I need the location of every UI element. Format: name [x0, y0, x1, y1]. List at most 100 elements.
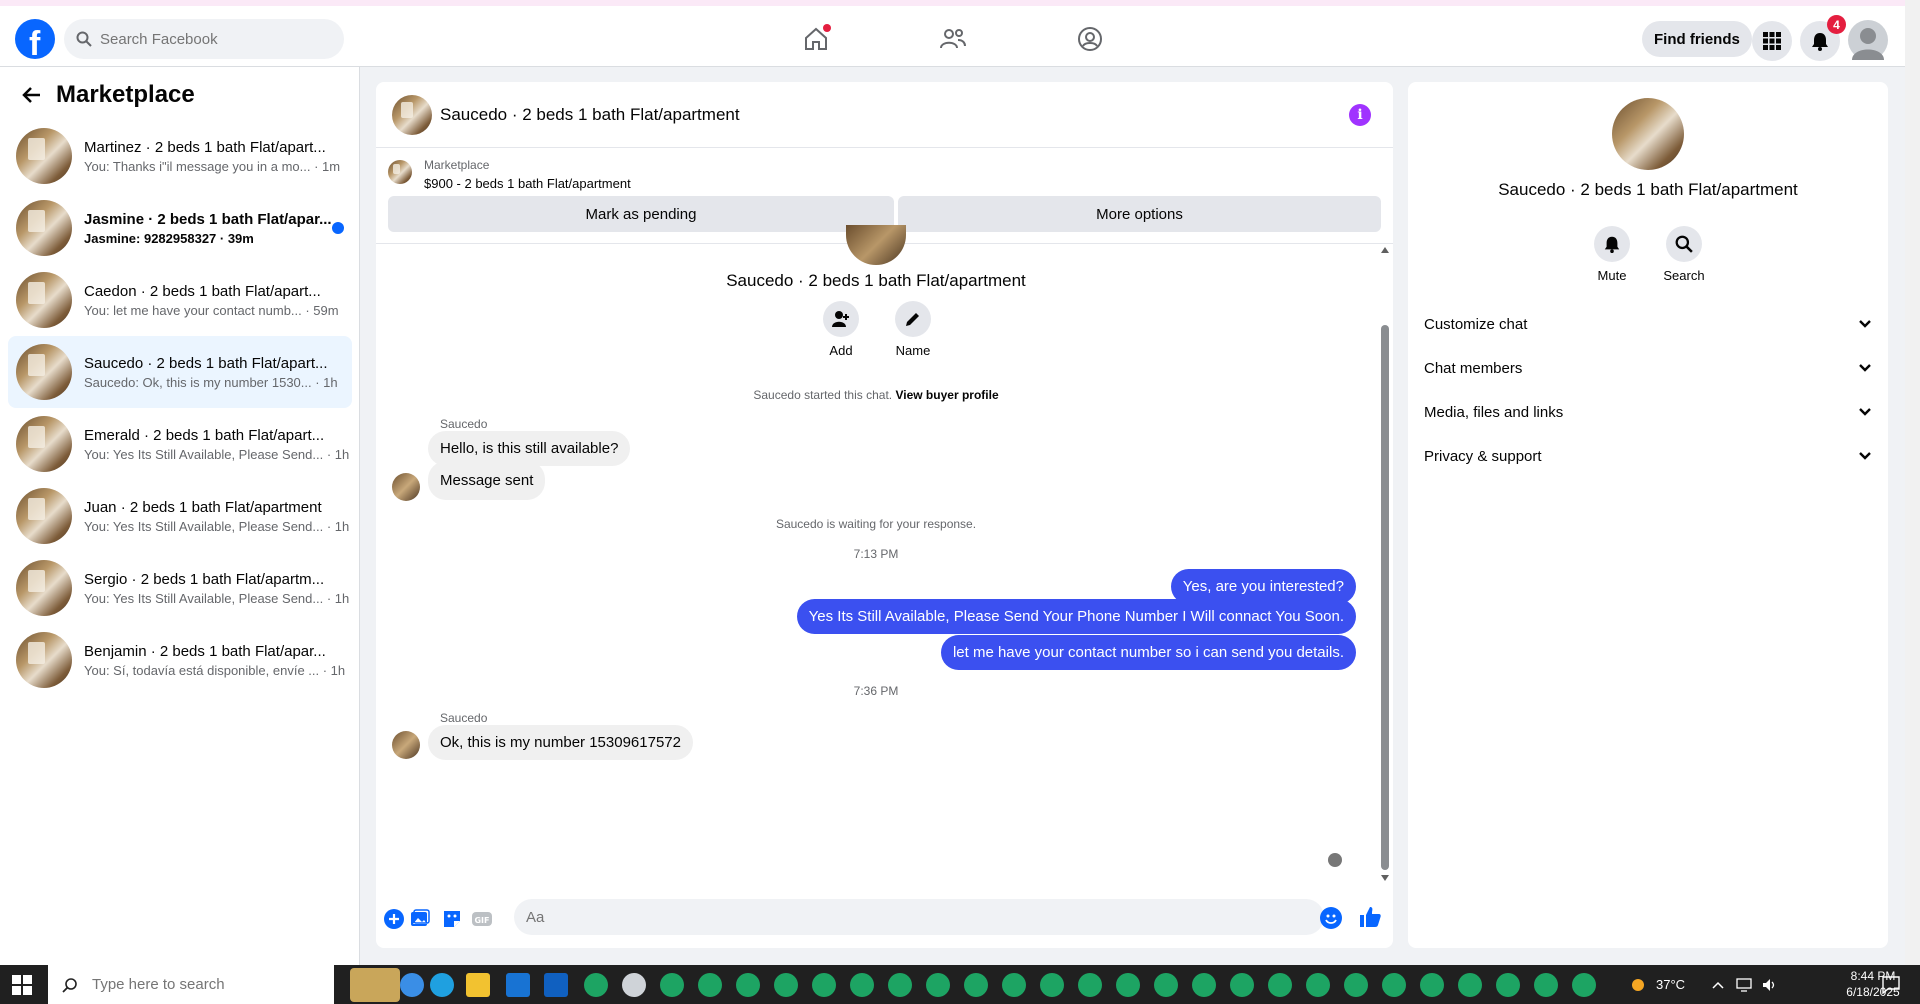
view-buyer-profile-link[interactable]: View buyer profile — [895, 388, 999, 402]
outgoing-message[interactable]: let me have your contact number so i can… — [940, 635, 1356, 670]
chrome-icon[interactable] — [1344, 973, 1368, 997]
chrome-icon[interactable] — [964, 973, 988, 997]
search-bar[interactable] — [64, 19, 344, 59]
system-tray[interactable] — [1712, 965, 1778, 1004]
taskbar-clock[interactable]: 8:44 PM 6/18/2025 — [1840, 968, 1906, 1000]
add-button[interactable]: Add — [811, 301, 871, 358]
chrome-icon[interactable] — [1420, 973, 1444, 997]
chat-listing-thumbnail[interactable] — [392, 94, 432, 135]
chrome-icon[interactable] — [1268, 973, 1292, 997]
name-button[interactable]: Name — [883, 301, 943, 358]
file-explorer-icon[interactable] — [466, 973, 490, 997]
scroll-up-arrow-icon[interactable] — [1381, 247, 1389, 253]
search-in-chat-button[interactable]: Search — [1654, 226, 1714, 283]
taskbar-search[interactable] — [48, 965, 334, 1004]
chat-scrollbar[interactable] — [1377, 245, 1393, 885]
scrollbar-thumb[interactable] — [1381, 325, 1389, 870]
chat-title[interactable]: Saucedo · 2 beds 1 bath Flat/apartment — [440, 104, 740, 124]
network-icon[interactable] — [1736, 977, 1752, 992]
plus-circle-icon[interactable] — [384, 909, 404, 929]
windows-start-icon[interactable] — [12, 975, 32, 995]
thumbs-up-icon[interactable] — [1358, 905, 1382, 929]
sender-avatar[interactable] — [392, 473, 420, 501]
default-avatar-icon — [1852, 28, 1884, 60]
chrome-icon[interactable] — [660, 973, 684, 997]
conversation-item[interactable]: Jasmine · 2 beds 1 bath Flat/apar...Jasm… — [8, 192, 352, 264]
chrome-icon[interactable] — [1192, 973, 1216, 997]
chrome-icon[interactable] — [926, 973, 950, 997]
outgoing-message[interactable]: Yes, are you interested? — [1170, 569, 1356, 604]
find-friends-button[interactable]: Find friends — [1642, 21, 1752, 57]
menu-button[interactable] — [1752, 21, 1792, 61]
edge-icon[interactable] — [430, 973, 454, 997]
profile-nav-button[interactable] — [1075, 24, 1105, 54]
info-panel-avatar[interactable] — [1612, 98, 1684, 170]
back-arrow-icon[interactable] — [20, 83, 44, 107]
customize-chat-section[interactable]: Customize chat — [1424, 302, 1872, 346]
search-input[interactable] — [100, 30, 330, 48]
chrome-icon[interactable] — [812, 973, 836, 997]
emoji-icon[interactable] — [1320, 907, 1342, 929]
chrome-icon[interactable] — [1040, 973, 1064, 997]
conversation-item[interactable]: Emerald · 2 beds 1 bath Flat/apart...You… — [8, 408, 352, 480]
listing-price-title[interactable]: $900 - 2 beds 1 bath Flat/apartment — [424, 176, 631, 191]
chrome-icon[interactable] — [698, 973, 722, 997]
sender-avatar[interactable] — [392, 731, 420, 759]
outlook-icon[interactable] — [544, 973, 568, 997]
conversation-item[interactable]: Caedon · 2 beds 1 bath Flat/apart...You:… — [8, 264, 352, 336]
chrome-icon[interactable] — [1534, 973, 1558, 997]
chrome-icon[interactable] — [1458, 973, 1482, 997]
chrome-icon[interactable] — [1382, 973, 1406, 997]
chrome-icon[interactable] — [850, 973, 874, 997]
chrome-icon[interactable] — [888, 973, 912, 997]
media-files-links-section[interactable]: Media, files and links — [1424, 390, 1872, 434]
incoming-message[interactable]: Message sent — [428, 461, 546, 500]
chrome-icon[interactable] — [1002, 973, 1026, 997]
chrome-icon[interactable] — [1496, 973, 1520, 997]
chrome-icon[interactable] — [1154, 973, 1178, 997]
more-options-button[interactable]: More options — [898, 196, 1381, 232]
incoming-message[interactable]: Ok, this is my number 15309617572 — [428, 725, 693, 760]
chevron-down-icon — [1859, 408, 1871, 416]
photo-icon[interactable] — [410, 909, 430, 929]
scroll-down-arrow-icon[interactable] — [1381, 875, 1389, 881]
friends-nav-button[interactable] — [938, 24, 968, 54]
outgoing-message[interactable]: Yes Its Still Available, Please Send You… — [796, 599, 1356, 634]
conversation-item[interactable]: Benjamin · 2 beds 1 bath Flat/apar...You… — [8, 624, 352, 696]
home-nav-button[interactable] — [801, 24, 831, 54]
chrome-icon[interactable] — [1306, 973, 1330, 997]
conversation-item[interactable]: Sergio · 2 beds 1 bath Flat/apartm...You… — [8, 552, 352, 624]
chrome-icon[interactable] — [1078, 973, 1102, 997]
facebook-logo[interactable]: f — [15, 19, 55, 63]
chat-members-section[interactable]: Chat members — [1424, 346, 1872, 390]
privacy-support-section[interactable]: Privacy & support — [1424, 434, 1872, 478]
notification-center-icon[interactable] — [1882, 976, 1900, 995]
chrome-icon[interactable] — [1572, 973, 1596, 997]
mute-button[interactable]: Mute — [1582, 226, 1642, 283]
chrome-icon[interactable] — [736, 973, 760, 997]
info-panel-name: Saucedo · 2 beds 1 bath Flat/apartment — [1498, 180, 1798, 199]
copilot-icon[interactable] — [400, 973, 424, 997]
chrome-icon[interactable] — [1116, 973, 1140, 997]
volume-icon[interactable] — [1762, 978, 1778, 992]
chrome-icon[interactable] — [1230, 973, 1254, 997]
info-icon[interactable]: i — [1349, 104, 1371, 126]
mark-as-pending-button[interactable]: Mark as pending — [388, 196, 894, 232]
notifications-button[interactable]: 4 — [1800, 15, 1846, 61]
conversation-item-active[interactable]: Saucedo · 2 beds 1 bath Flat/apart...Sau… — [8, 336, 352, 408]
account-avatar[interactable] — [1848, 20, 1888, 60]
conversation-item[interactable]: Martinez · 2 beds 1 bath Flat/apart...Yo… — [8, 120, 352, 192]
weather-widget[interactable]: 37°C — [1628, 965, 1685, 1004]
page-scrollbar[interactable] — [1905, 0, 1920, 965]
chrome-icon[interactable] — [584, 973, 608, 997]
message-input[interactable] — [514, 899, 1324, 935]
chrome-icon[interactable] — [774, 973, 798, 997]
gif-icon[interactable]: GIF — [472, 909, 492, 929]
taskbar-search-input[interactable] — [92, 976, 291, 993]
chevron-up-icon[interactable] — [1712, 981, 1724, 989]
sticker-icon[interactable] — [442, 909, 462, 929]
store-icon[interactable] — [506, 973, 530, 997]
incoming-message[interactable]: Hello, is this still available? — [428, 431, 631, 466]
app-icon[interactable] — [622, 973, 646, 997]
